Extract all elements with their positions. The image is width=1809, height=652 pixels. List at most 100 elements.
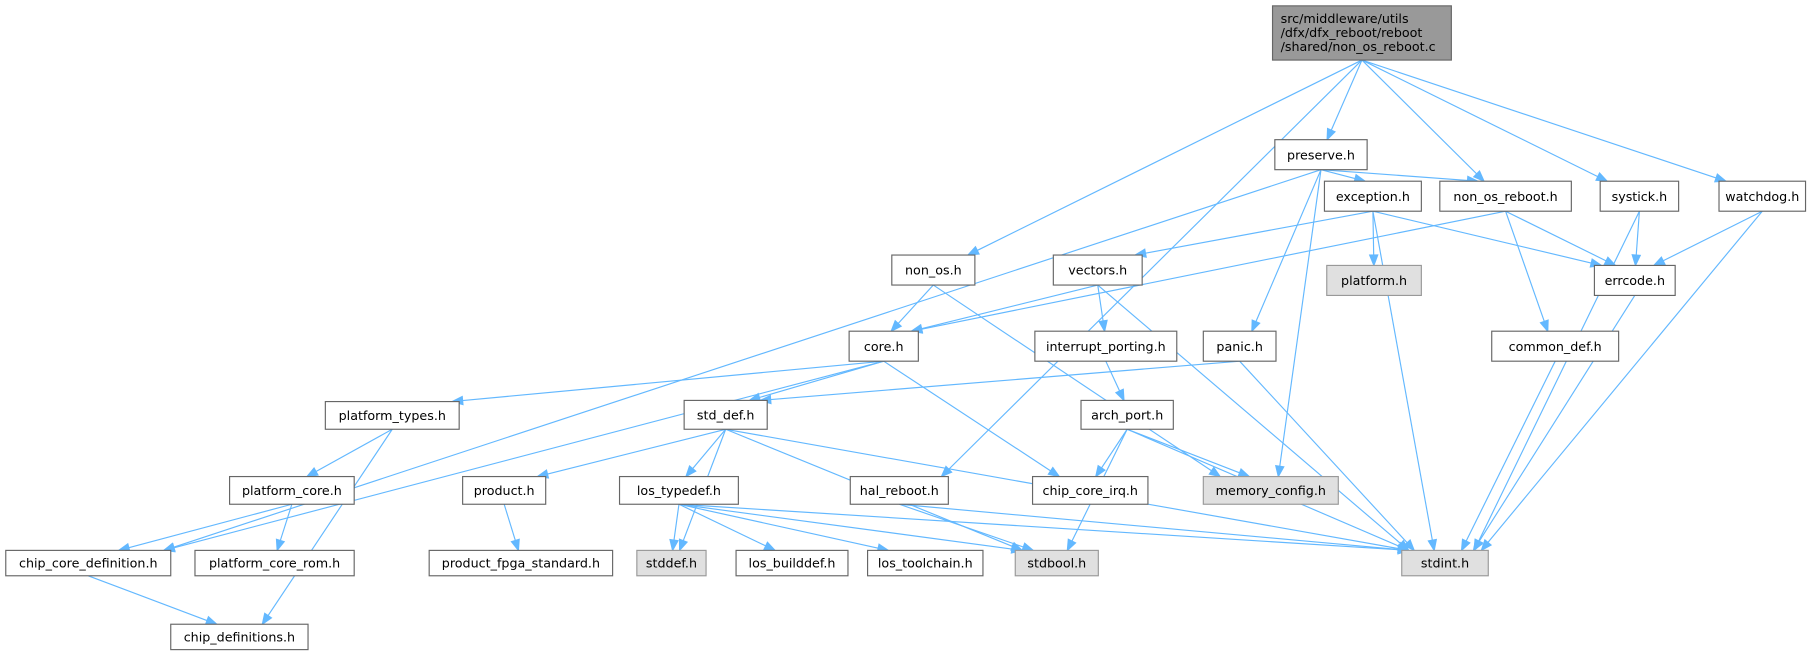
node-box [1274, 139, 1368, 171]
node-box [170, 623, 309, 651]
edge-non_os-to-memory_config [933, 284, 1212, 472]
node-platform-core[interactable]: platform_core.h [229, 475, 355, 505]
edge-core-to-chip_core_definition [173, 360, 884, 549]
node-label: los_builddef.h [749, 556, 836, 571]
node-label: los_typedef.h [637, 483, 721, 498]
edge-hal_reboot-to-stdint [899, 503, 1399, 551]
node-label: core.h [864, 339, 904, 354]
node-panic[interactable]: panic.h [1202, 330, 1277, 362]
arrowhead-icon [510, 538, 520, 552]
edge-chip_core_definition-to-chip_definitions [88, 575, 208, 622]
edge-systick-to-stdint [1478, 210, 1640, 542]
edge-preserve-to-chip_core_definition [173, 169, 1322, 548]
edge-arch_port-to-chip_core_irq [1101, 428, 1128, 469]
edge-los_typedef-to-los_toolchain [678, 503, 879, 549]
edge-hal_reboot-to-stdbool [899, 503, 1024, 548]
node-label: platform_core.h [242, 483, 342, 498]
arrowhead-icon [1114, 388, 1125, 402]
node-box [1593, 264, 1676, 297]
node-non-os[interactable]: non_os.h [891, 254, 976, 286]
edge-std_def-to-los_typedef [692, 428, 727, 469]
node-box [1491, 330, 1620, 362]
node-memory-config[interactable]: memory_config.h [1202, 475, 1339, 505]
node-platform-core-rom[interactable]: platform_core_rom.h [194, 549, 355, 577]
node-platform-types[interactable]: platform_types.h [324, 400, 460, 430]
arrowhead-icon [966, 245, 980, 256]
node-chip-core-definition[interactable]: chip_core_definition.h [5, 549, 172, 577]
edge-preserve-to-memory_config [1279, 169, 1322, 467]
arrowhead-icon [678, 538, 689, 552]
edge-non_os_reboot-to-common_def [1505, 211, 1545, 322]
node-stdint[interactable]: stdint.h [1401, 549, 1489, 577]
node-label: errcode.h [1605, 273, 1665, 288]
edges [88, 59, 1763, 626]
node-box [735, 549, 849, 577]
node-label: preserve.h [1287, 147, 1355, 162]
edge-common_def-to-stdint [1465, 360, 1556, 542]
node-preserve[interactable]: preserve.h [1274, 139, 1368, 171]
node-los-builddef[interactable]: los_builddef.h [735, 549, 849, 577]
node-systick[interactable]: systick.h [1599, 180, 1680, 212]
node-chip-core-irq[interactable]: chip_core_irq.h [1031, 475, 1149, 505]
node-box [1202, 330, 1277, 362]
node-common-def[interactable]: common_def.h [1491, 330, 1620, 362]
node-los-toolchain[interactable]: los_toolchain.h [867, 549, 984, 577]
arrowhead-icon [1368, 254, 1379, 268]
node-interrupt-porting[interactable]: interrupt_porting.h [1034, 330, 1178, 362]
edge-exception-to-errcode [1372, 210, 1592, 264]
edge-platform_core-to-platform_core_rom [279, 504, 293, 541]
edge-platform_core-to-chip_core_definition [128, 503, 293, 549]
node-box [1202, 475, 1339, 505]
node-root-file[interactable]: src/middleware/utils /dfx/dfx_reboot/reb… [1271, 5, 1452, 61]
node-label: arch_port.h [1091, 407, 1163, 422]
node-box [324, 400, 460, 430]
node-arch-port[interactable]: arch_port.h [1080, 399, 1174, 430]
node-label: exception.h [1336, 189, 1410, 204]
node-label: non_os.h [905, 263, 962, 278]
node-label: stdbool.h [1027, 556, 1086, 571]
node-stddef[interactable]: stddef.h [636, 549, 707, 577]
node-label: product.h [474, 483, 535, 498]
node-watchdog[interactable]: watchdog.h [1718, 180, 1807, 212]
edge-exception-to-platform [1372, 211, 1375, 256]
edge-preserve-to-non_os_reboot [1320, 169, 1468, 182]
edge-core-to-std_def [759, 360, 884, 399]
node-box [1080, 399, 1174, 430]
node-label: vectors.h [1068, 263, 1127, 278]
edge-preserve-to-panic [1255, 169, 1322, 322]
node-label: std_def.h [697, 407, 754, 422]
edge-product-to-product_fpga_standard [503, 504, 516, 541]
node-non-os-reboot[interactable]: non_os_reboot.h [1439, 180, 1572, 212]
arrowhead-icon [1631, 254, 1642, 268]
node-box [1401, 549, 1489, 577]
node-label: panic.h [1216, 339, 1262, 354]
node-product-fpga-standard[interactable]: product_fpga_standard.h [428, 549, 614, 577]
node-los-typedef[interactable]: los_typedef.h [618, 475, 739, 505]
edge-platform_types-to-chip_definitions [267, 428, 393, 616]
node-stdbool[interactable]: stdbool.h [1014, 549, 1099, 577]
node-std-def[interactable]: std_def.h [683, 399, 768, 430]
node-box [891, 254, 976, 286]
node-exception[interactable]: exception.h [1323, 180, 1422, 212]
node-core[interactable]: core.h [848, 330, 919, 362]
node-label: chip_core_definition.h [19, 556, 158, 571]
node-box [462, 475, 547, 505]
node-errcode[interactable]: errcode.h [1593, 264, 1676, 297]
node-box [848, 330, 919, 362]
node-label: chip_core_irq.h [1043, 483, 1138, 498]
arrowhead-icon [1539, 319, 1549, 333]
edge-los_typedef-to-stddef [673, 504, 680, 541]
node-chip-definitions[interactable]: chip_definitions.h [170, 623, 309, 651]
node-platform[interactable]: platform.h [1326, 264, 1422, 297]
node-label: interrupt_porting.h [1046, 339, 1166, 354]
arrowhead-icon [1427, 538, 1438, 552]
node-vectors[interactable]: vectors.h [1052, 254, 1143, 286]
node-box [1599, 180, 1680, 212]
edge-los_typedef-to-los_builddef [678, 503, 766, 547]
node-hal-reboot[interactable]: hal_reboot.h [849, 475, 949, 505]
edge-vectors-to-core [921, 284, 1098, 330]
node-product[interactable]: product.h [462, 475, 547, 505]
edge-core-to-chip_core_irq [883, 360, 1051, 472]
edge-watchdog-to-errcode [1662, 210, 1763, 262]
arrowhead-icon [684, 465, 697, 478]
